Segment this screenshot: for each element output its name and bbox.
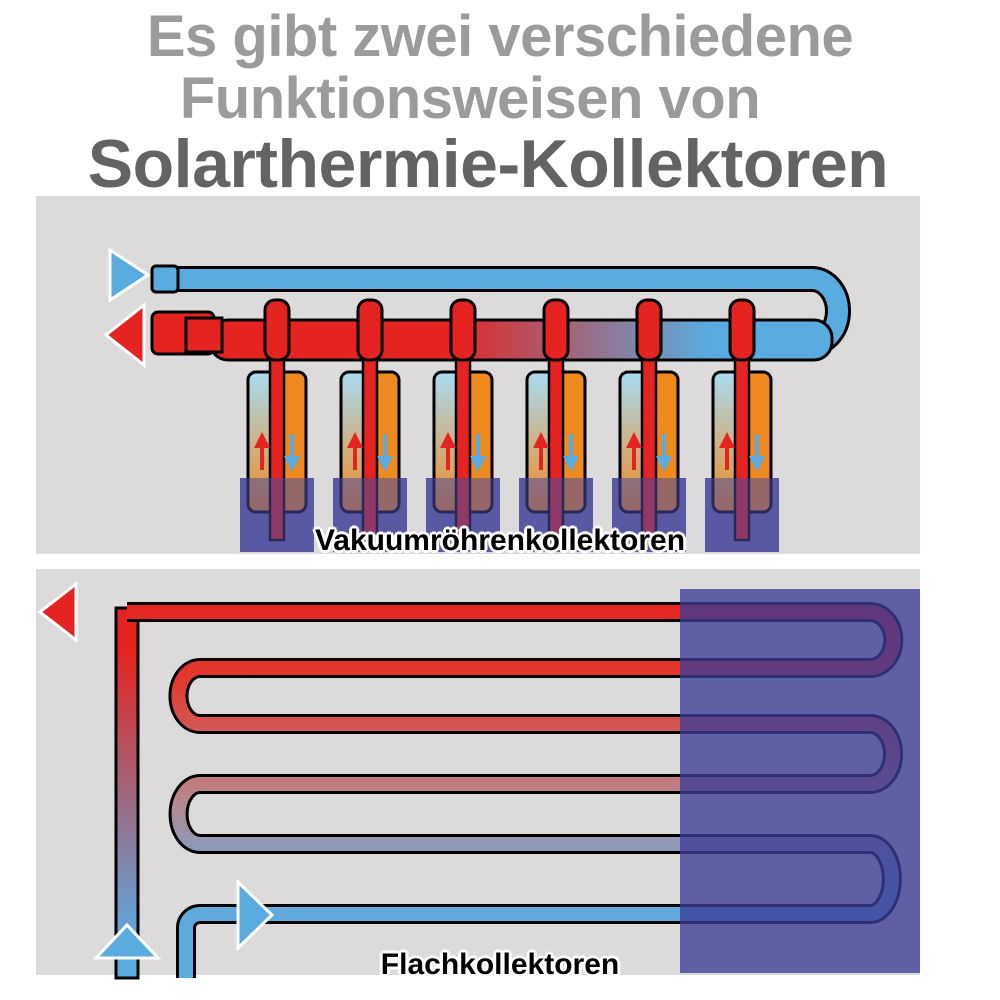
condenser-bulb [728, 298, 756, 362]
vacuum-tube [426, 298, 500, 552]
fall-arrow-down-icon-head [749, 456, 765, 472]
condenser-bulb [356, 298, 384, 362]
fall-arrow-down-icon-head [563, 456, 579, 472]
riser-pipe [114, 606, 140, 980]
rise-arrow-up-icon-head [347, 432, 363, 448]
flat-caption: Flachkollektoren [380, 948, 620, 981]
title-line-2: Funktionsweisen von [179, 66, 761, 131]
vacuum-caption: Vakuumröhrenkollektoren [314, 524, 686, 557]
tube-base-overlay [612, 478, 686, 552]
rise-arrow-up-icon-head [440, 432, 456, 448]
condenser-bulb [263, 298, 291, 362]
condenser-bulb [449, 298, 477, 362]
tube-base-overlay [426, 478, 500, 552]
absorber-plate [680, 589, 920, 973]
rise-arrow-up-icon-head [254, 432, 270, 448]
vacuum-tube [612, 298, 686, 552]
vacuum-tube [705, 298, 779, 552]
vacuum-panel [36, 196, 920, 554]
rise-arrow-up-icon-head [626, 432, 642, 448]
title-line-1: Es gibt zwei verschiedene [146, 4, 854, 69]
fall-arrow-down-icon-head [656, 456, 672, 472]
tube-base-overlay [705, 478, 779, 552]
condenser-bulb [542, 298, 570, 362]
rise-arrow-up-icon-head [533, 432, 549, 448]
vacuum-tube [519, 298, 593, 552]
flat-panel [36, 569, 920, 980]
tube-base-overlay [240, 478, 314, 552]
tube-base-overlay [519, 478, 593, 552]
vacuum-tube [240, 298, 314, 552]
fall-arrow-down-icon-head [284, 456, 300, 472]
hot-outlet-triangle-left-icon [37, 580, 78, 644]
title-line-3: Solarthermie-Kollektoren [87, 126, 889, 202]
condenser-bulb [635, 298, 663, 362]
cold-inlet-triangle-right-icon [108, 247, 151, 303]
cold-inlet-arrow-up-icon [92, 922, 162, 960]
fall-arrow-down-icon-head [470, 456, 486, 472]
rise-arrow-up-icon-head [719, 432, 735, 448]
hot-outlet-triangle-left-icon [103, 301, 146, 369]
fall-arrow-down-icon-head [377, 456, 393, 472]
cold-inlet-triangle-right-icon [236, 878, 275, 952]
vacuum-tubes [240, 298, 779, 552]
vacuum-tube [333, 298, 407, 552]
tube-base-overlay [333, 478, 407, 552]
